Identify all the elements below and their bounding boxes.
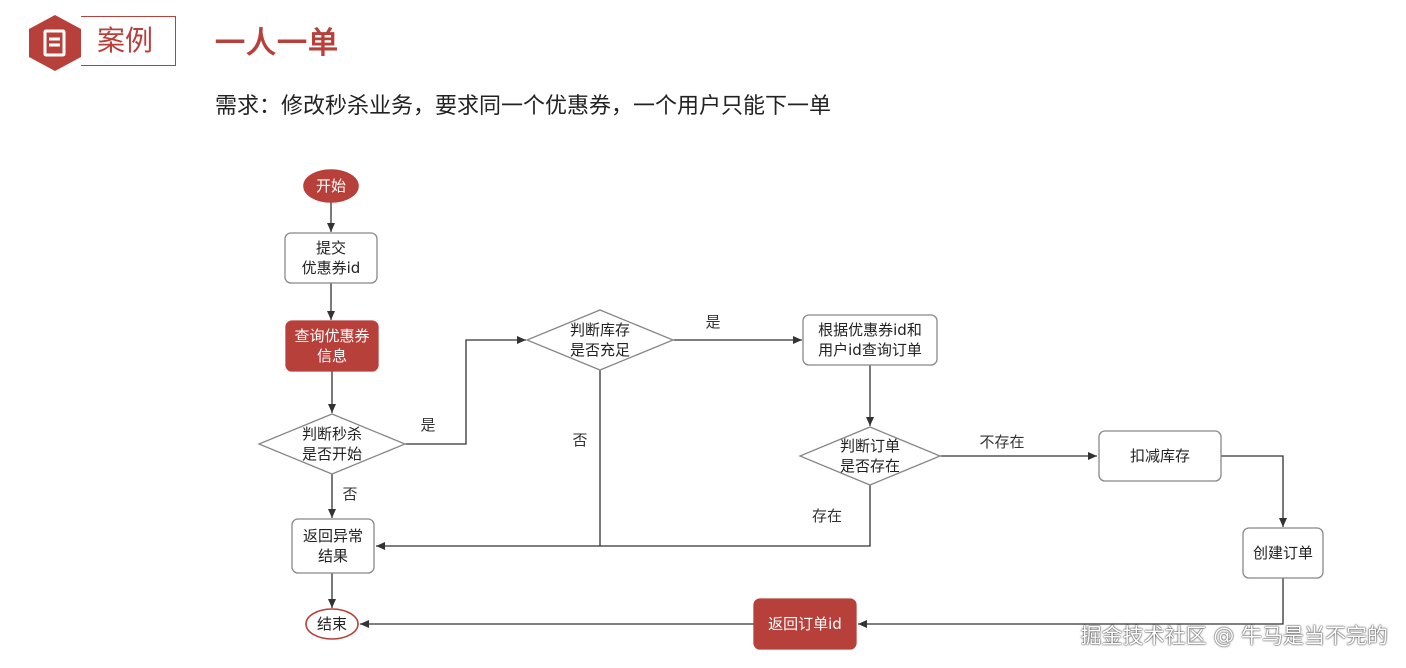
node-deduct-stock: 扣减库存 [1098,430,1222,482]
node-label: 返回异常 [303,527,363,545]
node-label: 是否开始 [302,445,362,463]
node-label: 开始 [316,177,346,195]
node-label: 是否存在 [840,457,900,475]
node-start: 开始 [303,169,359,203]
node-create-order: 创建订单 [1242,527,1324,579]
edge-create-return [858,578,1284,628]
node-label: 结果 [318,547,348,565]
edge-label-order-exist: 存在 [812,507,842,525]
node-label: 用户id查询订单 [818,341,922,359]
edge-order-exist-error [376,485,871,550]
edge-label-stock-yes: 是 [705,313,720,331]
edge-label-stock-no: 否 [572,431,587,449]
node-end: 结束 [305,608,359,640]
node-label: 是否充足 [570,341,630,359]
section-label: 案例 [81,16,176,66]
node-return-order: 返回订单id [753,598,857,650]
node-label: 优惠券id [302,259,361,277]
watermark: 掘金技术社区 @ 牛马是当不完的 [1080,624,1388,648]
page-title: 一人一单 [215,26,339,61]
node-label: 结束 [317,615,347,633]
node-label: 扣减库存 [1130,447,1190,465]
node-label: 根据优惠券id和 [818,321,922,339]
node-label: 判断订单 [840,437,900,455]
flow-edges [327,202,1287,628]
document-icon [29,15,81,71]
edge-label-time-no: 否 [342,485,357,503]
node-label: 判断秒杀 [302,425,362,443]
node-label: 查询优惠券 [294,327,369,345]
edge-label-time-yes: 是 [420,416,435,434]
requirement-text: 需求：修改秒杀业务，要求同一个优惠券，一个用户只能下一单 [215,94,832,119]
edge-deduct-create [1221,455,1287,527]
node-label: 判断库存 [570,321,630,339]
node-label: 提交 [316,239,346,257]
node-label: 信息 [317,347,347,365]
edge-label-order-not-exist: 不存在 [979,433,1024,451]
edge-time-yes-stock [405,336,526,445]
node-label: 返回订单id [768,615,842,633]
node-label: 创建订单 [1253,544,1313,562]
